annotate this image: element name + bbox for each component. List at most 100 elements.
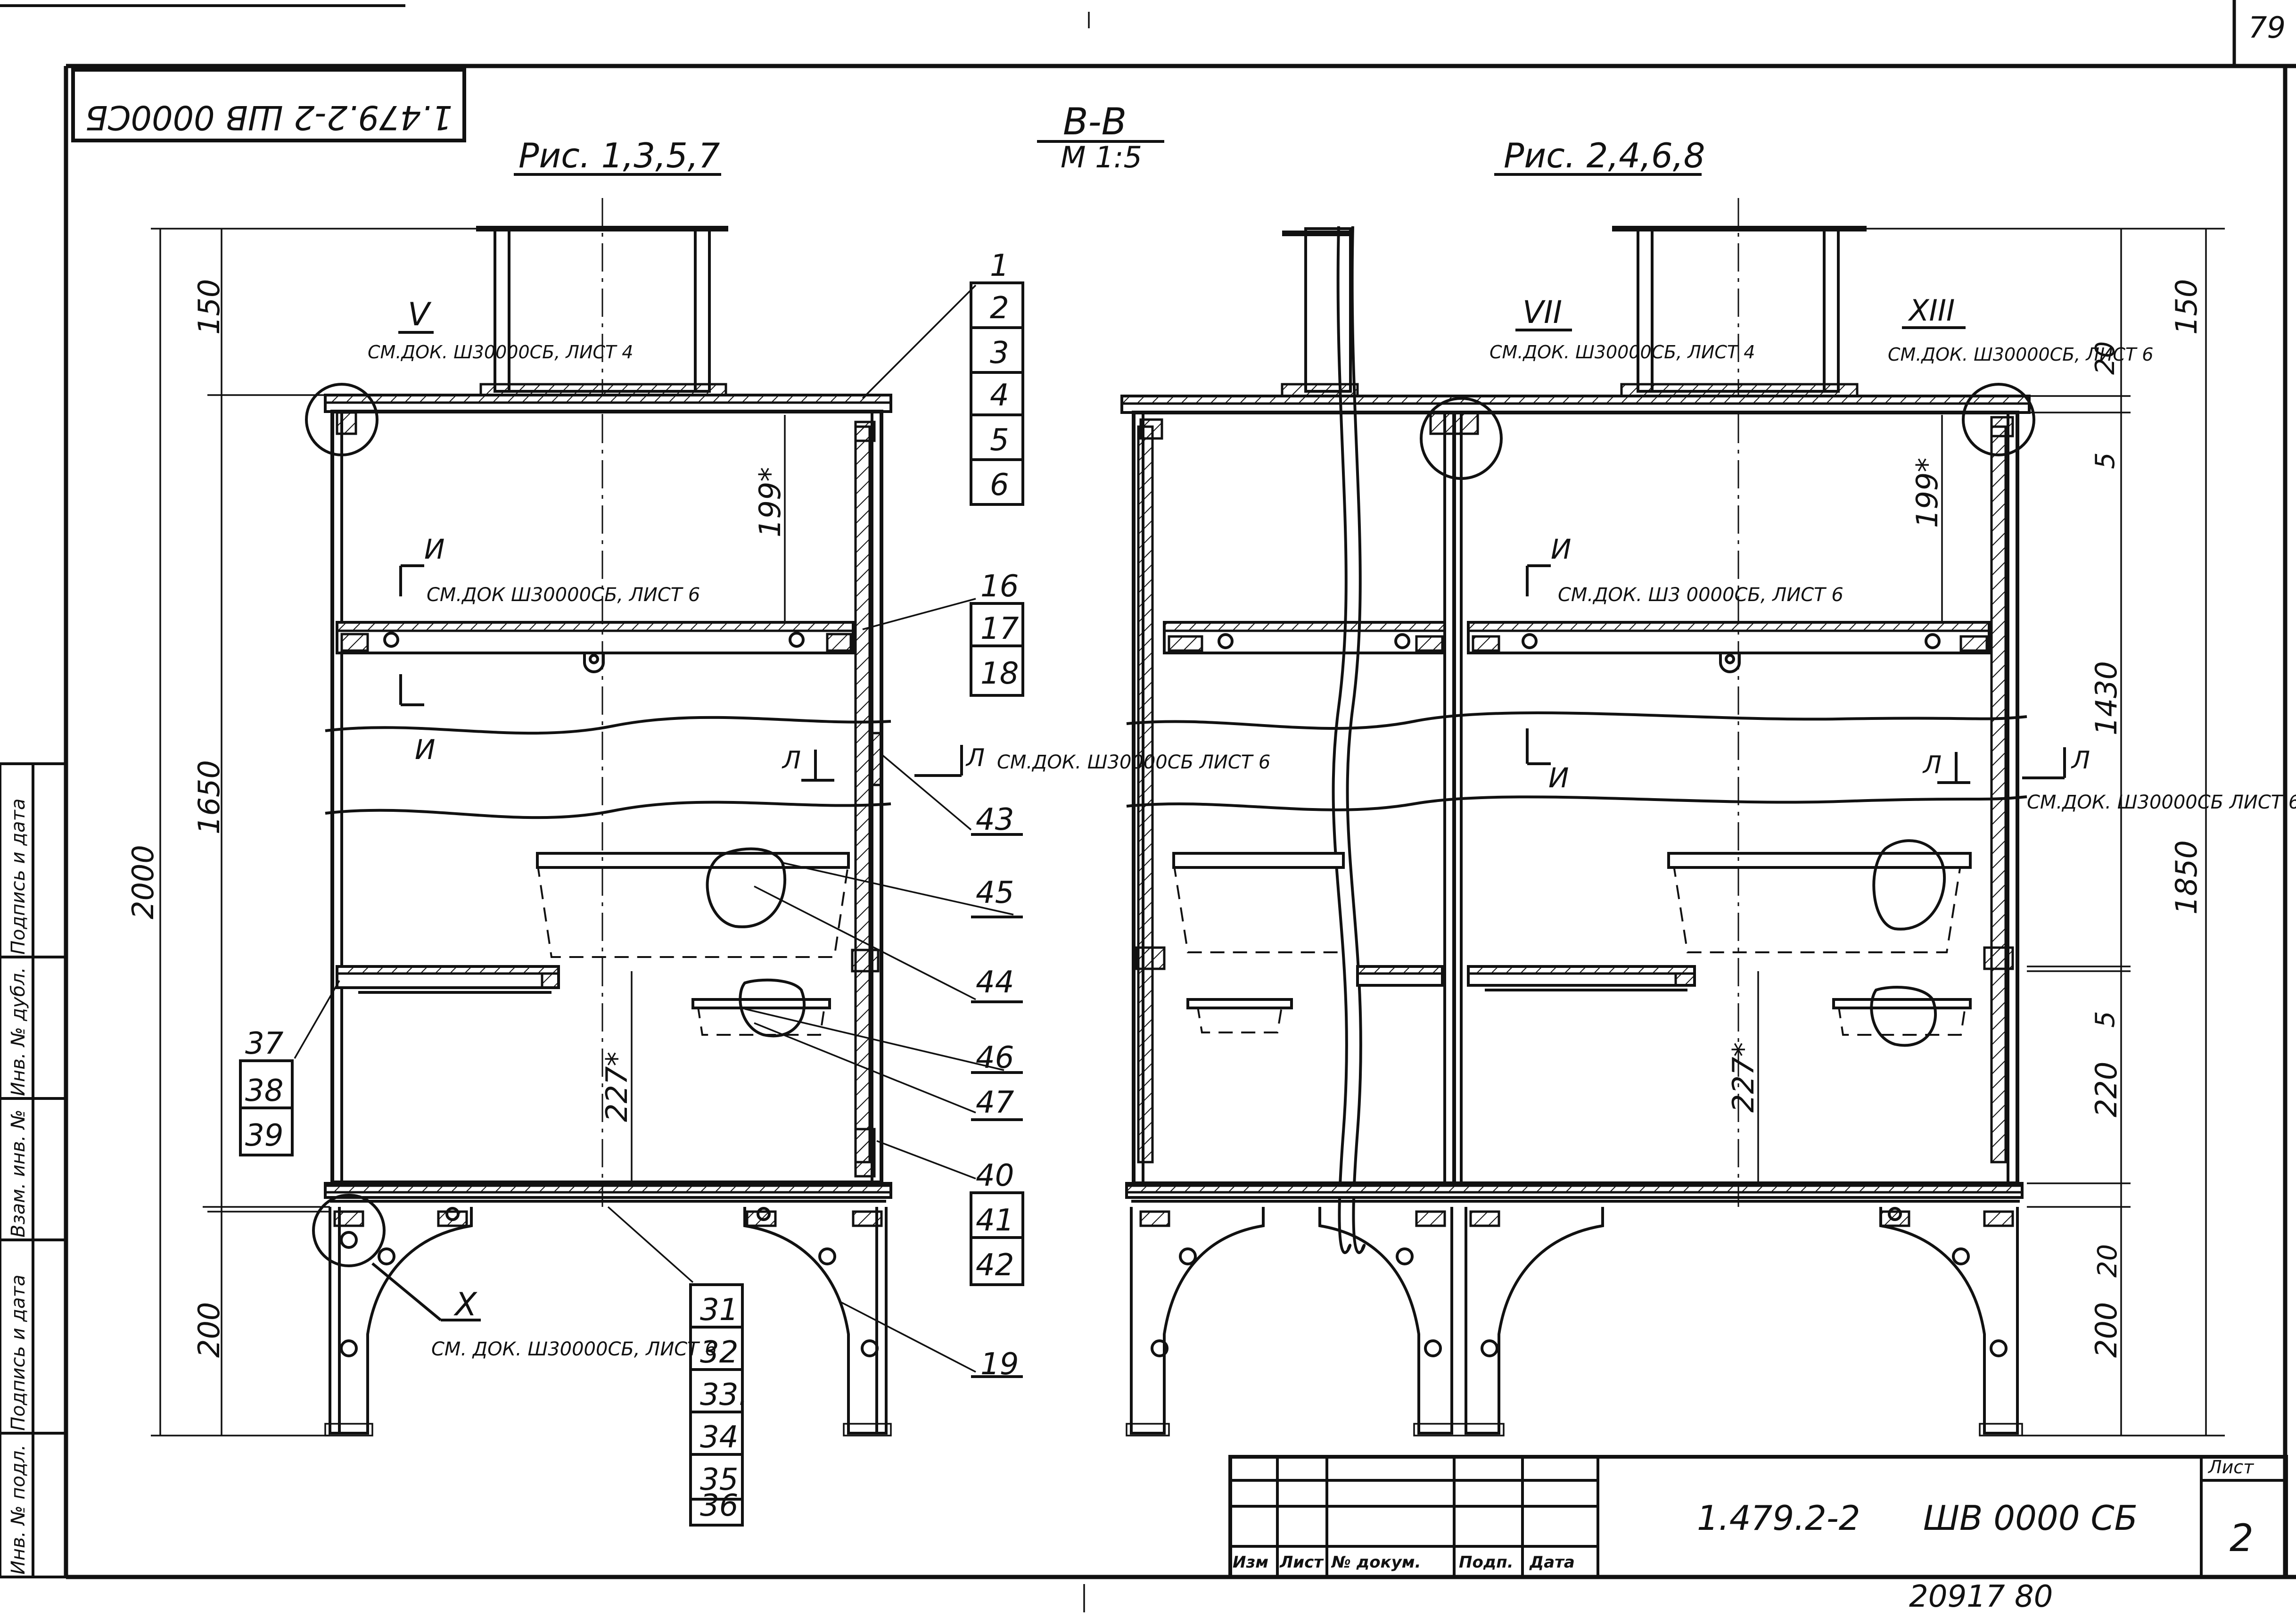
right-dim-220: 220 xyxy=(2089,1062,2123,1117)
scale-label: М 1:5 xyxy=(1061,140,1142,174)
detail-V-note: СМ.ДОК. Ш30000СБ, ЛИСТ 4 xyxy=(368,342,633,363)
left-cabinet-view xyxy=(305,198,892,1436)
title-sheet-number: 2 xyxy=(2230,1516,2254,1560)
detail-V-roman: V xyxy=(408,296,432,333)
rotated-stamp: 1.479.2-2 ШВ 0000СБ xyxy=(85,98,453,137)
right-dim-5-mid: 5 xyxy=(2090,1011,2121,1028)
callout-37: 37 xyxy=(245,1026,284,1061)
callout-17: 17 xyxy=(980,611,1019,646)
detail-XIII-note: СМ.ДОК. Ш30000СБ, ЛИСТ 6 xyxy=(1888,344,2153,365)
title-header-date: Дата xyxy=(1529,1553,1575,1572)
title-header-doc-no: № докум. xyxy=(1331,1553,1421,1572)
title-doc-name: ШВ 0000 СБ xyxy=(1923,1498,2138,1538)
footer-number: 20917 80 xyxy=(1909,1579,2053,1614)
right-dim-5-top: 5 xyxy=(2090,452,2121,469)
right-section-I-letter-top: И xyxy=(1551,533,1571,565)
right-section-L-letter-a: Л xyxy=(1922,751,1942,779)
right-dimension-lines xyxy=(1757,228,2225,1436)
left-section-I-letter-top: И xyxy=(424,533,444,565)
right-section-L-note: СМ.ДОК. Ш30000СБ ЛИСТ 6 xyxy=(2027,792,2296,813)
left-section-L-marks xyxy=(801,745,963,782)
title-doc-code: 1.479.2-2 xyxy=(1697,1498,1860,1538)
callout-group-37 xyxy=(239,1059,294,1156)
callout-33: 33. xyxy=(700,1378,748,1412)
left-section-L-letter-b: Л xyxy=(965,744,985,772)
margin-label-replace-inv: Взам. инв. № xyxy=(8,1109,29,1238)
right-section-I-letter-bottom: И xyxy=(1548,762,1569,794)
callout-3: 3 xyxy=(990,336,1009,371)
right-view-caption: Рис. 2,4,6,8 xyxy=(1504,136,1705,175)
right-dim-150: 150 xyxy=(2169,279,2204,335)
left-dim-200: 200 xyxy=(192,1302,226,1358)
callout-38: 38 xyxy=(245,1073,283,1108)
title-header-sheet: Лист xyxy=(1279,1553,1324,1572)
margin-label-sign-date-1: Подпись и дата xyxy=(8,799,29,955)
callout-41: 41 xyxy=(976,1203,1014,1238)
left-callout-leaders xyxy=(294,284,1014,1373)
right-section-I-marks xyxy=(1526,564,1551,765)
detail-XIII-roman: XIII xyxy=(1908,293,1955,328)
left-margin-strip: Подпись и дата Инв. № дубл. Взам. инв. №… xyxy=(0,762,67,1578)
left-dim-150: 150 xyxy=(192,279,226,335)
callout-4: 4 xyxy=(990,378,1009,413)
detail-VII-roman: VII xyxy=(1522,294,1562,330)
callout-39: 39 xyxy=(245,1118,283,1153)
section-title: В-В xyxy=(1063,101,1127,143)
callout-32: 32 xyxy=(700,1335,738,1370)
callout-46: 46 xyxy=(976,1040,1014,1075)
title-header-signature: Подп. xyxy=(1459,1553,1514,1572)
callout-2: 2 xyxy=(990,291,1009,326)
rotated-stamp-box: 1.479.2-2 ШВ 0000СБ xyxy=(71,68,466,142)
callout-47: 47 xyxy=(976,1085,1014,1120)
title-block xyxy=(1228,1455,2288,1579)
margin-label-dup-inv: Инв. № дубл. xyxy=(8,967,29,1096)
right-dim-20-top: 20 xyxy=(2090,341,2121,375)
right-dim-20-bottom: 20 xyxy=(2092,1244,2123,1278)
callout-group-31 xyxy=(689,1283,744,1527)
callout-group-shelf xyxy=(970,602,1024,697)
callout-5: 5 xyxy=(990,423,1009,458)
left-dim-1650: 1650 xyxy=(192,760,226,834)
callout-42: 42 xyxy=(976,1248,1014,1283)
left-section-L-letter-a: Л xyxy=(782,746,801,775)
detail-X-roman: X xyxy=(453,1286,477,1323)
right-dim-200: 200 xyxy=(2089,1302,2123,1358)
callout-36: 36 xyxy=(700,1488,738,1523)
detail-X-note: СМ. ДОК. Ш30000СБ, ЛИСТ 6 xyxy=(431,1338,717,1360)
right-dim-1430: 1430 xyxy=(2089,661,2123,735)
right-dim-227: 227* xyxy=(1726,1042,1761,1113)
title-header-change: Изм xyxy=(1233,1553,1268,1572)
corner-page-number: 79 xyxy=(2248,10,2286,45)
callout-35: 35 xyxy=(700,1462,738,1497)
right-dim-199: 199* xyxy=(1910,458,1944,528)
margin-label-sign-date-2: Подпись и дата xyxy=(8,1275,29,1431)
callout-18: 18 xyxy=(980,656,1019,691)
callout-16: 16 xyxy=(980,569,1019,604)
callout-43: 43 xyxy=(976,802,1014,837)
callout-34: 34 xyxy=(700,1420,738,1455)
callout-group-40 xyxy=(970,1191,1024,1286)
detail-VII-note: СМ.ДОК. Ш30000СБ, ЛИСТ 4 xyxy=(1490,342,1755,363)
left-section-I-letter-bottom: И xyxy=(415,734,435,766)
left-section-I-marks xyxy=(399,564,424,706)
right-section-I-note: СМ.ДОК. Ш3 0000СБ, ЛИСТ 6 xyxy=(1558,584,1843,606)
callout-group-top xyxy=(970,281,1024,506)
right-cabinet-view xyxy=(1120,198,2035,1436)
left-dim-2000: 2000 xyxy=(126,845,160,919)
callout-6: 6 xyxy=(990,468,1009,503)
callout-44: 44 xyxy=(976,965,1014,1000)
left-section-I-note: СМ.ДОК Ш30000СБ, ЛИСТ 6 xyxy=(427,584,700,606)
right-section-L-marks xyxy=(1937,747,2066,784)
callout-40: 40 xyxy=(976,1158,1014,1193)
title-sheet-label: Лист xyxy=(2207,1457,2255,1478)
callout-31: 31 xyxy=(700,1293,738,1328)
right-dim-1850: 1850 xyxy=(2169,840,2204,915)
left-dim-227: 227* xyxy=(600,1052,634,1122)
left-dim-199: 199* xyxy=(753,467,787,537)
right-section-L-letter-b: Л xyxy=(2071,746,2090,775)
callout-1: 1 xyxy=(990,248,1009,283)
callout-19: 19 xyxy=(980,1347,1019,1382)
margin-label-orig-inv: Инв. № подл. xyxy=(8,1445,29,1575)
